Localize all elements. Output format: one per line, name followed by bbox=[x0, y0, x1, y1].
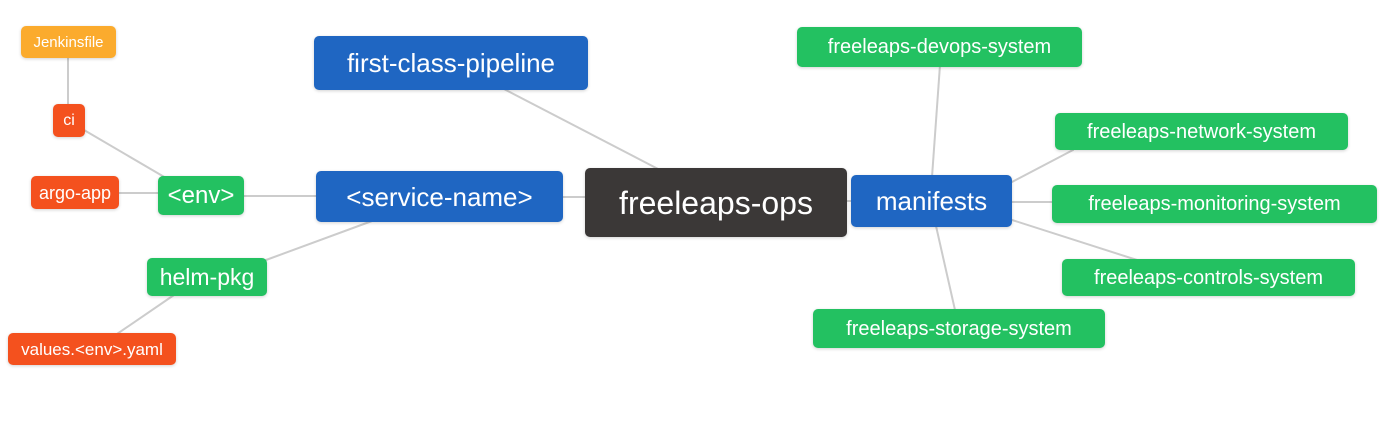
node-service-name[interactable]: <service-name> bbox=[316, 171, 563, 222]
node-freeleaps-devops-system[interactable]: freeleaps-devops-system bbox=[797, 27, 1082, 67]
edge-helm-pkg-values bbox=[116, 294, 175, 335]
node-helm-pkg[interactable]: helm-pkg bbox=[147, 258, 267, 296]
node-freeleaps-storage-system[interactable]: freeleaps-storage-system bbox=[813, 309, 1105, 348]
node-env[interactable]: <env> bbox=[158, 176, 244, 215]
node-freeleaps-network-system[interactable]: freeleaps-network-system bbox=[1055, 113, 1348, 150]
node-freeleaps-ops[interactable]: freeleaps-ops bbox=[585, 168, 847, 237]
edge-manifests-storage-system bbox=[935, 225, 956, 311]
edge-service-name-helm-pkg bbox=[265, 220, 373, 261]
node-jenkinsfile[interactable]: Jenkinsfile bbox=[21, 26, 116, 58]
node-manifests[interactable]: manifests bbox=[851, 175, 1012, 227]
node-ci[interactable]: ci bbox=[53, 104, 85, 137]
node-freeleaps-controls-system[interactable]: freeleaps-controls-system bbox=[1062, 259, 1355, 296]
node-values-env-yaml[interactable]: values.<env>.yaml bbox=[8, 333, 176, 365]
node-freeleaps-monitoring-system[interactable]: freeleaps-monitoring-system bbox=[1052, 185, 1377, 223]
edge-manifests-network-system bbox=[1009, 149, 1074, 184]
node-argo-app[interactable]: argo-app bbox=[31, 176, 119, 209]
edge-ci-env bbox=[83, 129, 167, 179]
edge-manifests-devops-system bbox=[931, 64, 941, 178]
node-first-class-pipeline[interactable]: first-class-pipeline bbox=[314, 36, 588, 90]
edge-manifests-controls-system bbox=[1008, 218, 1138, 261]
edge-pipeline-freeleaps-ops bbox=[503, 88, 661, 171]
